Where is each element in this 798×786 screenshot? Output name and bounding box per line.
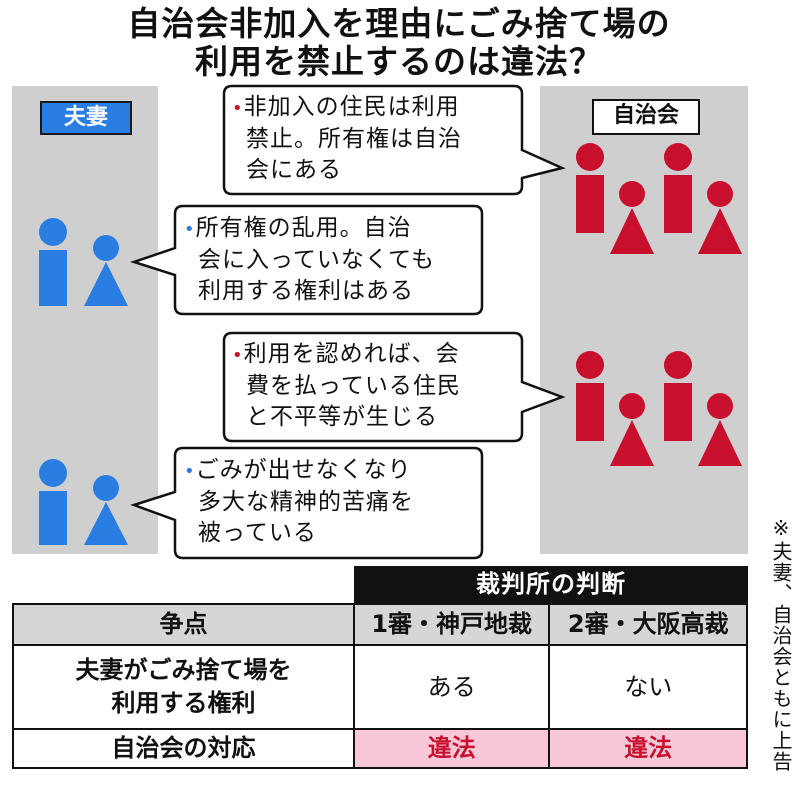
first-instance-verdict: 違法 (352, 728, 551, 769)
bubble-4-line-2: 多大な精神的苦痛を (198, 489, 414, 515)
bubble-3-line-3: と不平等が生じる (246, 404, 438, 430)
association-figures-2 (576, 351, 742, 466)
first-instance-right: ある (352, 644, 551, 730)
bubble-2-line-3: 利用する権利はある (198, 278, 414, 304)
bubble-3-shape (222, 331, 566, 443)
court-judgment-header: 裁判所の判断 (354, 566, 748, 603)
judgment-table: 争点 1審・神戸地裁 2審・大阪高裁 夫妻がごみ捨て場を 利用する権利 ある な… (12, 603, 748, 769)
table-header-row: 争点 1審・神戸地裁 2審・大阪高裁 (12, 603, 748, 646)
title-line-2: 利用を禁止するのは違法？ (195, 42, 603, 81)
association-panel (540, 86, 748, 554)
bubble-1-text: •非加入の住民は利用 禁止。所有権は自治 会にある (232, 92, 462, 186)
second-instance-verdict: 違法 (548, 728, 748, 769)
bubble-3-line-2: 費を払っている住民 (246, 373, 461, 399)
table-row: 自治会の対応 違法 違法 (12, 728, 748, 769)
col-header-second-instance: 2審・大阪高裁 (548, 603, 748, 646)
bubble-1-line-3: 会にある (246, 157, 342, 183)
couple-figures-1 (39, 218, 128, 306)
title-line-1: 自治会非加入を理由にごみ捨て場の (127, 4, 671, 43)
bubble-1-line-2: 禁止。所有権は自治 (246, 126, 462, 152)
bullet-dot: • (232, 345, 244, 366)
couple-label: 夫妻 (40, 101, 132, 135)
col-header-issue: 争点 (12, 603, 355, 646)
issue-association-response: 自治会の対応 (12, 728, 355, 769)
bubble-4-line-1: ごみが出せなくなり (195, 457, 412, 483)
bubble-2-line-1: 所有権の乱用。自治 (195, 215, 412, 241)
couple-figures-2 (39, 459, 128, 545)
issue-right-to-use: 夫妻がごみ捨て場を 利用する権利 (12, 644, 355, 730)
bullet-dot: • (184, 219, 196, 240)
table-row: 夫妻がごみ捨て場を 利用する権利 ある ない (12, 644, 748, 730)
col-header-first-instance: 1審・神戸地裁 (352, 603, 551, 646)
bubble-1-line-1: 非加入の住民は利用 (243, 94, 460, 120)
couple-panel (12, 86, 158, 554)
appeal-note: ※夫妻、自治会ともに上告 (769, 516, 793, 772)
bubble-3-line-1: 利用を認めれば、会 (243, 341, 460, 367)
association-figures-1 (576, 143, 742, 254)
association-label: 自治会 (592, 99, 700, 135)
bubble-2-text: •所有権の乱用。自治 会に入っていなくても 利用する権利はある (184, 213, 435, 307)
bubble-1-shape (222, 84, 566, 196)
bubble-3-text: •利用を認めれば、会 費を払っている住民 と不平等が生じる (232, 339, 461, 433)
bubble-4-shape (130, 446, 484, 560)
bullet-dot: • (184, 461, 196, 482)
bubble-2-shape (130, 204, 484, 316)
second-instance-right: ない (548, 644, 748, 730)
bubble-4-text: •ごみが出せなくなり 多大な精神的苦痛を 被っている (184, 455, 414, 549)
bullet-dot: • (232, 98, 244, 119)
bubble-2-line-2: 会に入っていなくても (198, 247, 436, 273)
bubble-4-line-3: 被っている (198, 520, 317, 546)
